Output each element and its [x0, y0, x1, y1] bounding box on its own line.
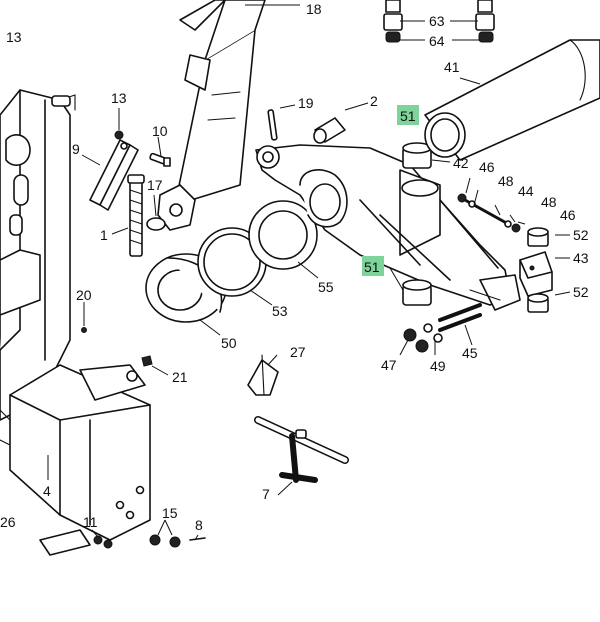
seal-ring-part-50	[145, 253, 227, 323]
callout-45: 45	[462, 345, 478, 361]
callout-50: 50	[221, 335, 237, 351]
bolt-part-44	[457, 193, 521, 233]
base-frame-part-4	[0, 364, 151, 541]
bottom-parts	[39, 529, 206, 556]
hydraulic-cylinder	[157, 0, 266, 231]
washer-part-49	[423, 323, 443, 343]
bushing-part-51-bottom	[402, 279, 432, 306]
bolt-part-10	[149, 152, 171, 167]
callout-48: 48	[541, 194, 557, 210]
callout-labels: 13 18 63 64 41 13 19 2 51 10 9 42 46 48 …	[0, 1, 589, 533]
callout-46: 46	[560, 207, 576, 223]
callout-18: 18	[306, 1, 322, 17]
callout-44: 44	[518, 183, 534, 199]
nut-part-47	[403, 328, 429, 353]
callout-51: 51	[364, 259, 380, 275]
bolt-part-1	[127, 174, 145, 257]
main-arm-casting	[255, 144, 521, 311]
callout-9: 9	[72, 141, 80, 157]
seal-ring-part-53	[197, 227, 267, 297]
latch-part-27	[247, 354, 279, 396]
callout-27: 27	[290, 344, 306, 360]
highlight-51-top	[397, 105, 419, 125]
callout-19: 19	[298, 95, 314, 111]
handle-grip-part-41	[424, 39, 600, 161]
callout-55: 55	[318, 279, 334, 295]
callout-10: 10	[152, 123, 168, 139]
callout-11: 11	[83, 514, 98, 530]
callout-4: 4	[43, 483, 51, 499]
bushing-part-52-top	[527, 227, 549, 247]
callout-43: 43	[573, 250, 589, 266]
callout-63: 63	[429, 13, 445, 29]
callout-49: 49	[430, 358, 446, 374]
callout-13: 13	[6, 29, 22, 45]
callout-1: 1	[100, 227, 108, 243]
callout-51: 51	[400, 108, 416, 124]
grease-fitting-part-20	[81, 327, 87, 333]
callout-53: 53	[272, 303, 288, 319]
callout-21: 21	[172, 369, 188, 385]
callout-13: 13	[111, 90, 127, 106]
block-part-43	[519, 251, 553, 297]
callout-52: 52	[573, 284, 589, 300]
callout-52: 52	[573, 227, 589, 243]
callout-48: 48	[498, 173, 514, 189]
callout-17: 17	[147, 177, 163, 193]
highlight-51-bottom	[362, 256, 384, 276]
pin-part-19	[267, 109, 278, 141]
leader-lines	[47, 4, 571, 541]
link-strap-part-9	[89, 139, 139, 211]
callout-46: 46	[479, 159, 495, 175]
seal-ring-part-55	[248, 200, 318, 270]
t-handle-pin-part-7	[254, 416, 349, 483]
callout-47: 47	[381, 357, 397, 373]
bushing-part-51-top	[402, 142, 432, 169]
callout-64: 64	[429, 33, 445, 49]
callout-26: 26	[0, 514, 16, 530]
callout-42: 42	[453, 155, 469, 171]
bushing-part-2	[313, 117, 346, 144]
nut-part-13	[114, 130, 124, 140]
fitting-part-63	[383, 0, 495, 31]
fitting-part-21	[141, 355, 153, 367]
callout-20: 20	[76, 287, 92, 303]
callout-8: 8	[195, 517, 203, 533]
callout-2: 2	[370, 93, 378, 109]
callout-7: 7	[262, 486, 270, 502]
set-screw-part-45	[438, 303, 482, 332]
o-ring-part-64	[385, 31, 494, 43]
washer-part-17	[146, 217, 166, 231]
callout-15: 15	[162, 505, 178, 521]
bushing-part-52-bottom	[527, 293, 549, 313]
callout-41: 41	[444, 59, 460, 75]
